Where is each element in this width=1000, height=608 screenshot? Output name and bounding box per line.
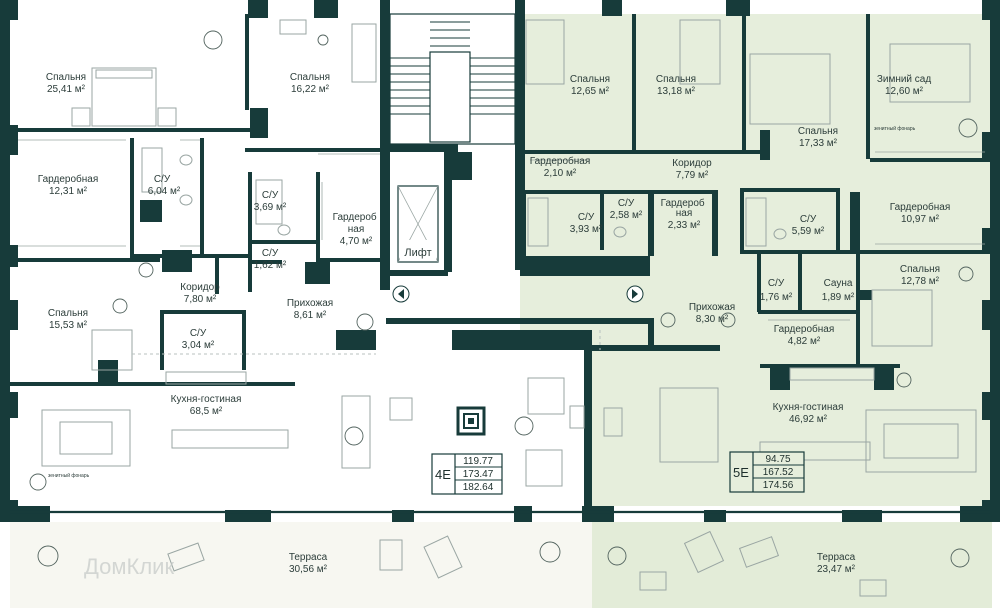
- unit-4e-table: 4E 119.77 173.47 182.64: [431, 406, 503, 495]
- plant-icons: [29, 30, 978, 568]
- entrance-arrow-right: [626, 285, 644, 303]
- room-4e-bath1-area: 6,04 м²: [148, 186, 181, 197]
- room-5e-bed1-name: Спальня: [570, 74, 610, 85]
- room-4e-corr-name: Коридор: [180, 282, 220, 293]
- unit-5e-area: [520, 14, 992, 350]
- entrance-arrow-left: [392, 285, 410, 303]
- room-4e-ward2-area: 4,70 м²: [340, 236, 373, 247]
- room-4e-ward2-name: Гардероб ная: [333, 211, 380, 235]
- room-5e-bath1-area: 3,93 м²: [570, 224, 603, 235]
- room-5e-hall-area: 8,30 м²: [696, 314, 729, 325]
- room-5e-bed3-area: 17,33 м²: [799, 138, 838, 149]
- room-5e-winter-area: 12,60 м²: [885, 86, 924, 97]
- room-5e-bed1-area: 12,65 м²: [571, 86, 610, 97]
- watermark: ДомКлик: [84, 554, 174, 579]
- room-5e-bath2-name: С/У: [618, 198, 635, 209]
- room-4e-bed3-name: Спальня: [48, 308, 88, 319]
- room-4e-terrace-area: 30,56 м²: [289, 564, 328, 575]
- room-5e-bath3-area: 5,59 м²: [792, 226, 825, 237]
- room-5e-bath1-name: С/У: [578, 212, 595, 223]
- room-4e-kitchen-area: 68,5 м²: [190, 406, 223, 417]
- room-5e-winter-name: Зимний сад: [877, 74, 932, 85]
- walls: [0, 0, 1000, 522]
- room-4e-ward2-name-line1: Гардероб: [333, 211, 377, 223]
- room-5e-bed4-name: Спальня: [900, 264, 940, 275]
- room-4e-ward1-area: 12,31 м²: [49, 186, 88, 197]
- skylight-note-4e: зенитный фонарь: [48, 472, 90, 479]
- staircase: [389, 13, 516, 145]
- room-4e-kitchen-name: Кухня-гостиная: [171, 394, 242, 405]
- room-5e-kitchen-name: Кухня-гостиная: [773, 402, 844, 413]
- room-4e-terrace-name: Терраса: [289, 552, 328, 563]
- room-5e-bath4-name: С/У: [768, 278, 785, 289]
- unit-5e-label: 5E: [733, 465, 749, 480]
- room-5e-bed2-name: Спальня: [656, 74, 696, 85]
- room-5e-corr-area: 7,79 м²: [676, 170, 709, 181]
- room-4e-bath2-area: 3,69 м²: [254, 202, 287, 213]
- unit-5e-room-labels: Спальня 12,65 м² Спальня 13,18 м² Зимний…: [530, 74, 951, 575]
- room-4e-bed1-area: 25,41 м²: [47, 84, 86, 95]
- room-5e-ward2-name-line2: ная: [676, 208, 693, 219]
- room-5e-ward3-name: Гардеробная: [890, 201, 951, 213]
- room-5e-hall-name: Прихожая: [689, 302, 735, 313]
- room-4e-bed2-area: 16,22 м²: [291, 84, 330, 95]
- room-4e-bed2-name: Спальня: [290, 72, 330, 83]
- room-5e-sauna-area: 1,89 м²: [822, 292, 855, 303]
- skylight-note-5e: зенитный фонарь: [874, 125, 916, 132]
- terrace-4e-area: [10, 522, 592, 608]
- room-4e-bath1-name: С/У: [154, 174, 171, 185]
- room-5e-ward1-name: Гардеробная: [530, 155, 591, 167]
- room-5e-ward1-area: 2,10 м²: [544, 168, 577, 179]
- room-5e-bed4-area: 12,78 м²: [901, 276, 940, 287]
- room-5e-terrace-name: Терраса: [817, 552, 856, 563]
- unit-4e-room-labels: Спальня 25,41 м² Спальня 16,22 м² Гардер…: [38, 72, 380, 575]
- room-4e-bath4-name: С/У: [190, 328, 207, 339]
- lift: Лифт: [392, 152, 452, 270]
- room-4e-bed1-name: Спальня: [46, 72, 86, 83]
- room-4e-bath4-area: 3,04 м²: [182, 340, 215, 351]
- room-5e-bath4-area: 1,76 м²: [760, 292, 793, 303]
- room-5e-ward3-area: 10,97 м²: [901, 214, 940, 225]
- unit-4e-label: 4E: [435, 467, 451, 482]
- lift-label: Лифт: [404, 247, 431, 259]
- room-5e-sauna-name: Сауна: [824, 278, 853, 289]
- unit-5e-area-1: 94.75: [765, 454, 790, 465]
- unit-4e-area-2: 173.47: [463, 469, 494, 480]
- room-4e-ward2-name-line2: ная: [348, 224, 365, 235]
- room-4e-bed3-area: 15,53 м²: [49, 320, 88, 331]
- room-4e-bath3-area: 1,62 м²: [254, 260, 287, 271]
- room-5e-bath2-area: 2,58 м²: [610, 210, 643, 221]
- unit-4e-area-1: 119.77: [463, 456, 493, 467]
- room-5e-ward4-area: 4,82 м²: [788, 336, 821, 347]
- room-4e-corr-area: 7,80 м²: [184, 294, 217, 305]
- unit-4e-area-3: 182.64: [463, 482, 494, 493]
- room-5e-ward2-name-line1: Гардероб: [661, 197, 705, 209]
- unit-5e-area-2: 167.52: [763, 467, 794, 478]
- room-5e-ward4-name: Гардеробная: [774, 323, 835, 335]
- room-5e-bed2-area: 13,18 м²: [657, 86, 696, 97]
- room-4e-bath3-name: С/У: [262, 248, 279, 259]
- terrace-5e-area: [592, 522, 992, 608]
- room-5e-kitchen-area: 46,92 м²: [789, 414, 828, 425]
- room-4e-ward1-name: Гардеробная: [38, 173, 99, 185]
- furniture: [18, 19, 985, 597]
- unit-5e-table: 5E 94.75 167.52 174.56: [729, 451, 805, 493]
- room-5e-bed3-name: Спальня: [798, 126, 838, 137]
- room-5e-ward2-area: 2,33 м²: [668, 220, 701, 231]
- room-5e-ward2-name: Гардероб ная: [661, 197, 708, 219]
- room-5e-terrace-area: 23,47 м²: [817, 564, 856, 575]
- unit-5e-area-3: 174.56: [763, 480, 794, 491]
- room-5e-corr-name: Коридор: [672, 158, 712, 169]
- room-4e-hall-name: Прихожая: [287, 298, 333, 309]
- room-4e-hall-area: 8,61 м²: [294, 310, 327, 321]
- room-5e-bath3-name: С/У: [800, 214, 817, 225]
- room-4e-bath2-name: С/У: [262, 190, 279, 201]
